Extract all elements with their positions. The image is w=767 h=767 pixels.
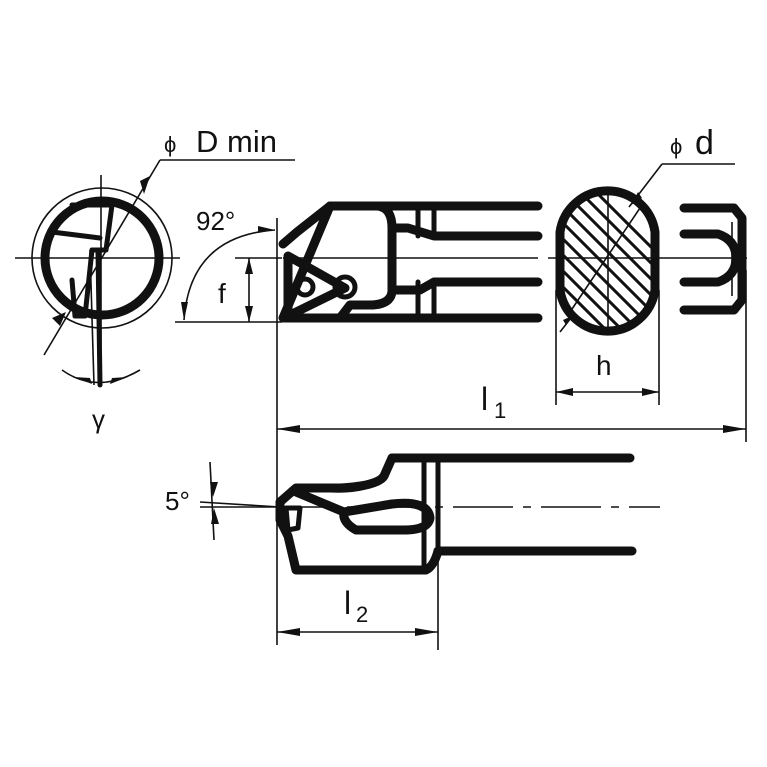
l2-subscript: 2 xyxy=(356,602,368,627)
l1-label: l xyxy=(481,381,488,417)
top-view xyxy=(175,201,543,645)
shank-end-view xyxy=(679,203,747,442)
d-symbol: ϕ xyxy=(670,134,682,159)
angle-5-label: 5° xyxy=(165,486,190,516)
d-min-symbol: ϕ xyxy=(164,132,176,157)
end-view-bore xyxy=(15,159,295,388)
l1-subscript: 1 xyxy=(494,398,506,423)
h-label: h xyxy=(596,350,612,381)
angle-92-label: 92° xyxy=(196,206,235,236)
d-label: d xyxy=(695,124,714,162)
side-view xyxy=(199,453,660,575)
l1-dimension xyxy=(277,425,746,433)
f-label: f xyxy=(218,278,226,309)
l2-dimension xyxy=(277,560,439,650)
d-min-label: D min xyxy=(196,124,277,159)
l2-label: l xyxy=(344,585,351,621)
section-view xyxy=(548,163,747,405)
gamma-label: γ xyxy=(92,404,105,434)
